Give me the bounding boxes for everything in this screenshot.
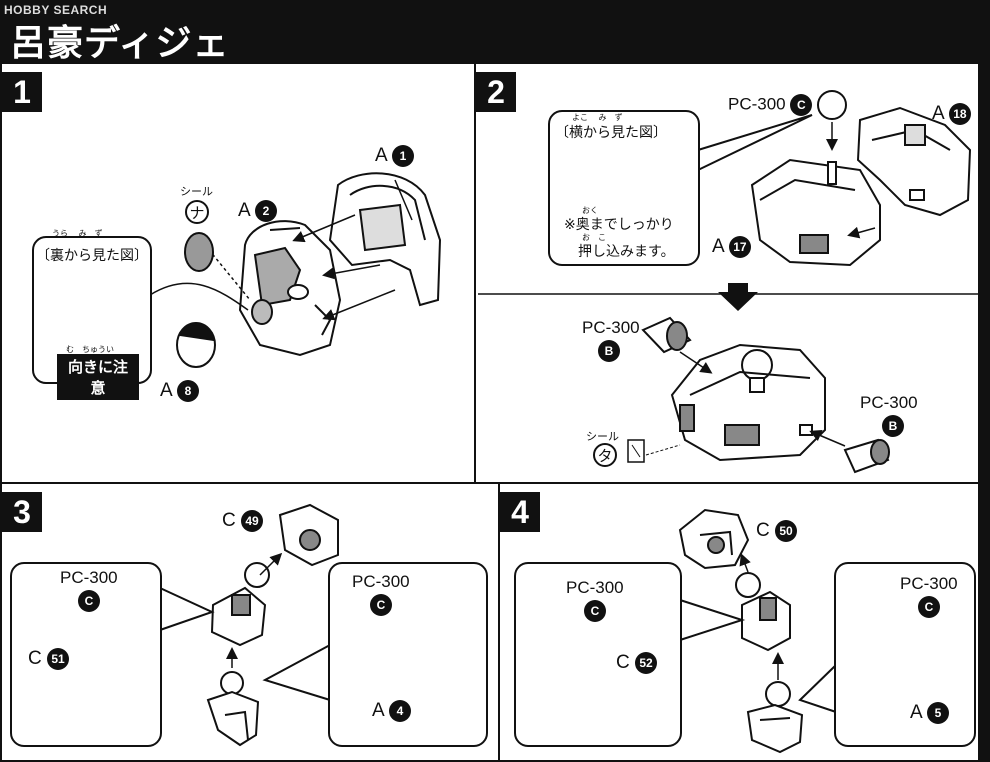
caution-ruby: む ちゅうい [66,345,114,354]
step3-pc300-right: PC-300 C [352,572,410,616]
label-a4-letter: A [372,700,384,722]
arm-lower-4 [746,703,804,754]
label-a2-letter: A [238,200,250,222]
page-title: 呂豪ディジェ [10,23,230,64]
part-a18-rear [856,106,972,217]
note-line-1: ※奥までしっかり [564,217,674,233]
note-ruby-2: お こ [582,233,606,242]
step2-pc300-c-text: PC-300 [728,94,786,114]
label-c51-letter: C [28,648,42,670]
badge-a2: 2 [254,200,277,222]
step2-pc300-b1: PC-300 B [582,318,640,362]
part-a8-eye [176,322,216,368]
arm-upper-c49 [278,503,339,567]
step4-pc300-right: PC-300 C [900,574,958,618]
label-c52: C 52 [616,652,658,674]
badge-a17: 17 [728,236,751,258]
badge-a1: 1 [391,145,414,167]
seal-na-shape [184,232,214,272]
part-a17-torso [750,158,881,267]
label-a8-letter: A [160,380,172,402]
badge-c51: 51 [47,648,70,670]
side-view-bubble [548,110,700,266]
badge-a18: 18 [948,103,971,125]
pc300-b-right [843,438,890,474]
note-line-2: 押し込みます。 [578,244,675,260]
label-a1-letter: A [375,145,387,167]
label-a18: A 18 [932,103,971,125]
pc300-b-left [641,316,692,354]
label-a5-letter: A [910,702,922,724]
label-a4: A 4 [372,700,411,722]
label-a2: A 2 [238,200,277,222]
badge-a8: 8 [176,380,199,402]
part-a1-head-back [328,172,442,307]
step3-pc300-right-text: PC-300 [352,572,410,591]
step2-pc300-b1-badge: B [598,340,620,362]
label-a8: A 8 [160,380,199,402]
label-c49: C 49 [222,510,264,532]
rear-view-ruby: うら み ず [52,229,103,238]
step4-pc300-left-text: PC-300 [566,578,624,597]
label-a17: A 17 [712,236,751,258]
step2-pc300-c: PC-300 C [728,94,813,116]
label-c50-letter: C [756,520,770,542]
part-c50-shoulder [678,508,750,570]
step2-pc300-b2-badge: B [882,415,904,437]
badge-a5: 5 [926,702,949,724]
badge-c49: 49 [241,510,264,532]
rear-view-title: 〔裏から見た図〕 [36,248,148,264]
step4-pc300-left-badge: C [584,600,606,622]
note-ruby-1: おく [582,206,598,215]
step4-pc300-right-text: PC-300 [900,574,958,593]
badge-a4: 4 [388,700,411,722]
arm-mid-4 [741,590,791,652]
seal-ta-badge: タ [593,443,617,467]
step2-pc300-b2-text: PC-300 [860,393,918,412]
seal-label-1: シール [180,185,213,198]
step-4-number: 4 [500,492,540,532]
torso-assembly [670,343,826,462]
caution-label: 向きに注意 [57,354,139,400]
step3-pc300-left-text: PC-300 [60,568,118,587]
badge-c52: 52 [635,652,658,674]
step4-right-bubble [834,562,976,747]
step2-pc300-c-badge: C [790,94,813,116]
right-edge-bar [978,0,990,762]
part-a2-face [238,220,342,357]
step3-pc300-left: PC-300 C [60,568,118,612]
side-view-title: 〔横から見た図〕 [555,125,667,141]
label-c49-letter: C [222,510,236,532]
seal-label-2: シール [586,430,619,443]
badge-c50: 50 [775,520,798,542]
step4-pc300-left: PC-300 C [566,578,624,622]
label-a5: A 5 [910,702,949,724]
arm-lower [206,690,260,747]
watermark: HOBBY SEARCH [4,3,108,17]
step4-pc300-right-badge: C [918,596,940,618]
step3-pc300-left-badge: C [78,590,100,612]
side-view-ruby: よこ み ず [572,113,623,122]
label-c52-letter: C [616,652,630,674]
step-3-number: 3 [2,492,42,532]
step2-pc300-b1-text: PC-300 [582,318,640,337]
step2-pc300-b2: PC-300 B [860,393,918,437]
step-2-number: 2 [476,72,516,112]
arm-mid [210,586,267,647]
step-1-number: 1 [2,72,42,112]
label-a18-letter: A [932,103,944,125]
header-bar [0,0,990,62]
seal-na-badge: ナ [185,200,209,224]
label-c51: C 51 [28,648,70,670]
label-a17-letter: A [712,236,724,258]
step3-pc300-right-badge: C [370,594,392,616]
label-a1: A 1 [375,145,414,167]
label-c50: C 50 [756,520,798,542]
